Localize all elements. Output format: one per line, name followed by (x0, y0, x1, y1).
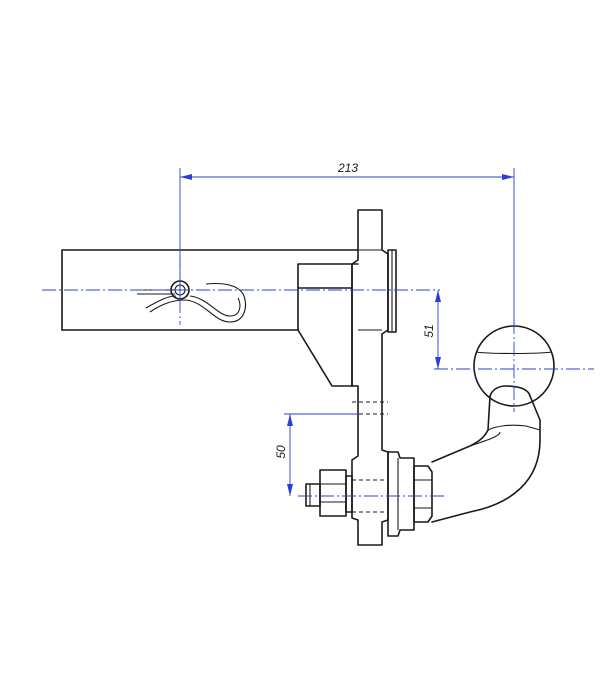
plate-collar (387, 249, 397, 333)
dimension-50: 50 (274, 413, 358, 496)
center-lines (42, 255, 594, 513)
dimension-213-label: 213 (337, 161, 358, 175)
gusset-brace (297, 263, 359, 387)
tow-ball-neck (431, 385, 541, 523)
dimension-50-label: 50 (274, 445, 288, 459)
mounting-plate (351, 209, 389, 546)
dimension-51: 51 (422, 290, 441, 369)
hitch-pin-clip (134, 280, 247, 323)
receiver-tube (61, 249, 359, 331)
neck-flange (387, 451, 433, 537)
mounting-bolt (305, 469, 353, 517)
dimension-51-label: 51 (422, 324, 436, 337)
dimension-213: 213 (179, 161, 515, 326)
